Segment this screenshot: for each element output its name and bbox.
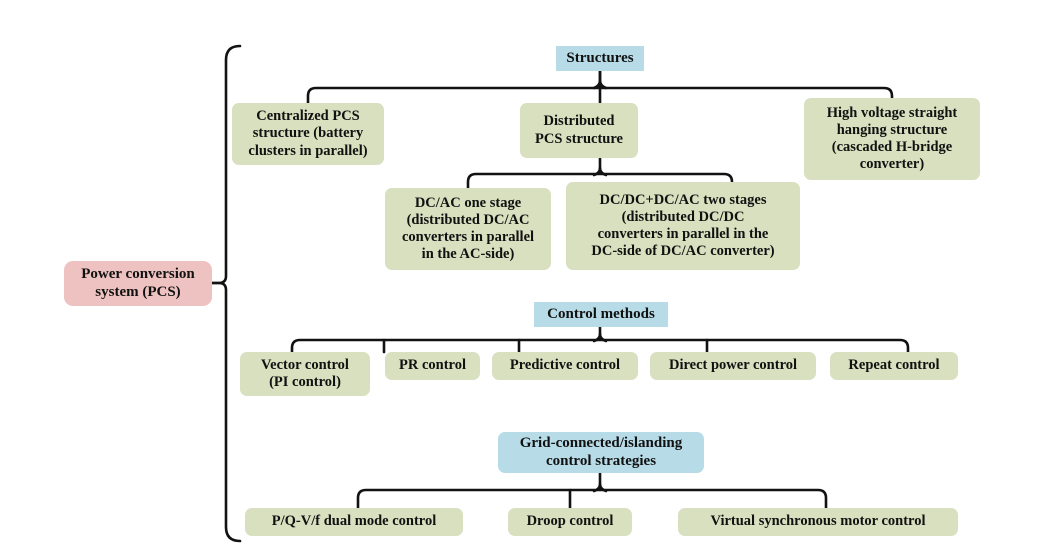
- node-centralized-pcs-structure[interactable]: Centralized PCS structure (battery clust…: [232, 103, 384, 165]
- node-predictive-control[interactable]: Predictive control: [492, 352, 638, 380]
- node-repeat-control[interactable]: Repeat control: [830, 352, 958, 380]
- node-heading-structures[interactable]: Structures: [556, 46, 644, 71]
- root-brace-lower: [210, 281, 242, 543]
- node-droop-control[interactable]: Droop control: [508, 508, 632, 536]
- node-virtual-synchronous-motor-control[interactable]: Virtual synchronous motor control: [678, 508, 958, 536]
- control-bus: [290, 338, 910, 354]
- structures-notch: [592, 69, 608, 90]
- distributed-notch: [592, 166, 608, 177]
- node-heading-grid-connected-islanding[interactable]: Grid-connected/islanding control strateg…: [498, 432, 704, 473]
- grid-notch: [592, 482, 608, 493]
- node-pr-control[interactable]: PR control: [385, 352, 480, 380]
- node-heading-control-methods[interactable]: Control methods: [534, 302, 668, 327]
- node-distributed-pcs-structure[interactable]: Distributed PCS structure: [520, 103, 638, 158]
- node-pq-vf-dual-mode-control[interactable]: P/Q-V/f dual mode control: [245, 508, 463, 536]
- node-dcac-one-stage[interactable]: DC/AC one stage (distributed DC/AC conve…: [385, 188, 551, 270]
- node-direct-power-control[interactable]: Direct power control: [650, 352, 816, 380]
- node-vector-control[interactable]: Vector control (PI control): [240, 352, 370, 396]
- node-high-voltage-straight-hanging-structure[interactable]: High voltage straight hanging structure …: [804, 98, 980, 180]
- grid-bus: [356, 488, 828, 510]
- control-notch: [592, 332, 608, 343]
- node-dcdc-dcac-two-stages[interactable]: DC/DC+DC/AC two stages (distributed DC/D…: [566, 182, 800, 270]
- node-root[interactable]: Power conversion system (PCS): [64, 261, 212, 306]
